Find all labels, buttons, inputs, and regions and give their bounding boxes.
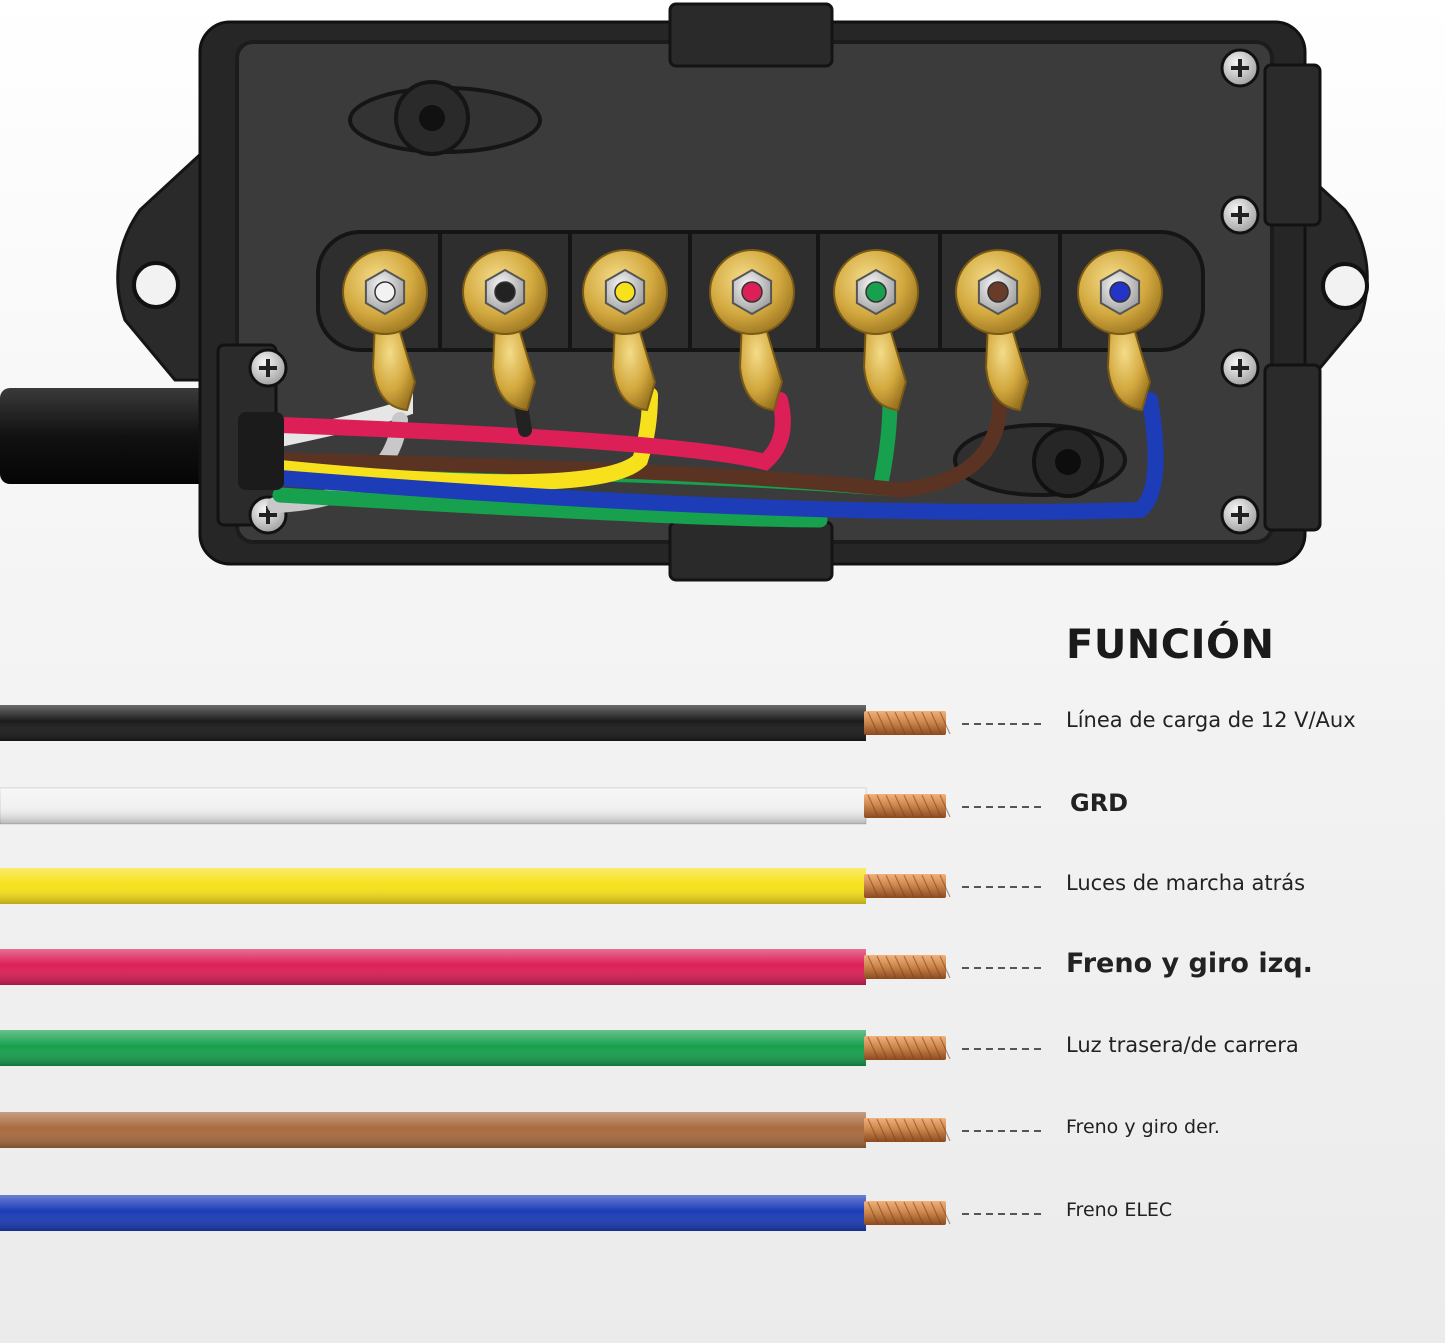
black-dot-icon	[494, 281, 516, 303]
wire-5	[0, 1112, 1046, 1148]
legend-label-6: Freno ELEC	[1066, 1199, 1173, 1222]
wire-3	[0, 949, 1046, 985]
legend-title: FUNCIÓN	[1066, 622, 1275, 668]
terminal-yellow-dot	[582, 249, 668, 412]
terminal-brown-dot	[955, 249, 1041, 412]
left-flange	[116, 148, 227, 382]
red-dot-icon	[741, 281, 763, 303]
yellow-dot-icon	[614, 281, 636, 303]
legend-label-0: Línea de carga de 12 V/Aux	[1066, 707, 1356, 732]
legend-label-2: Luces de marcha atrás	[1066, 870, 1306, 895]
terminal-green-dot	[833, 249, 919, 412]
right-mount-hole	[1321, 262, 1369, 310]
top-clip	[668, 2, 834, 68]
wire-6	[0, 1195, 1046, 1231]
right-clip-top	[1263, 63, 1322, 227]
legend-label-4: Luz trasera/de carrera	[1066, 1032, 1299, 1057]
legend-label-3: Freno y giro izq.	[1066, 947, 1313, 979]
wire-legend	[0, 705, 1046, 1231]
terminal-black-dot	[462, 249, 548, 412]
main-cable	[0, 388, 260, 484]
wire-1	[0, 787, 1046, 825]
terminal-red-dot	[709, 249, 795, 412]
terminal-blue-dot	[1077, 249, 1163, 412]
green-dot-icon	[865, 281, 887, 303]
legend-label-1: GRD	[1070, 788, 1129, 817]
wire-0	[0, 705, 1046, 741]
wire-2	[0, 868, 1046, 904]
legend-label-5: Freno y giro der.	[1066, 1116, 1220, 1139]
white-dot-icon	[374, 281, 396, 303]
right-clip-bottom	[1263, 363, 1322, 532]
brown-dot-icon	[987, 281, 1009, 303]
internal-wires	[267, 387, 1164, 528]
wire-4	[0, 1030, 1046, 1066]
left-mount-hole	[132, 261, 180, 309]
terminal-row	[342, 249, 1163, 412]
blue-dot-icon	[1109, 281, 1131, 303]
terminal-white-dot	[342, 249, 428, 412]
